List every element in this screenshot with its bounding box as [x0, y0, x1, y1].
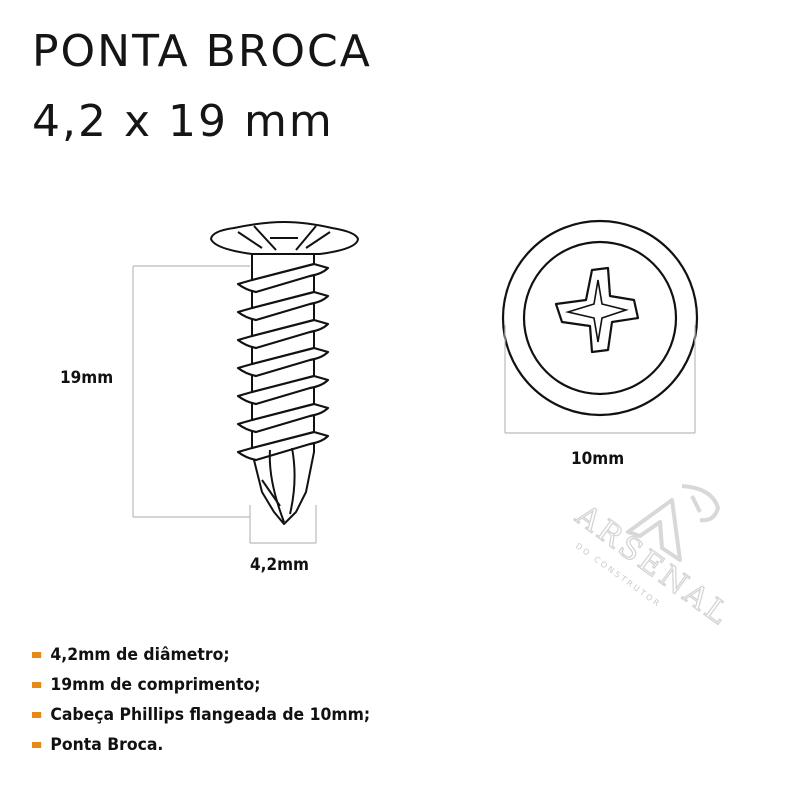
phillips-cross-icon — [554, 266, 640, 354]
thread-crest — [236, 290, 330, 322]
screw-threads — [236, 262, 330, 462]
length-label: 19mm — [60, 368, 113, 388]
bullet-marker — [32, 652, 42, 658]
thread-crest — [236, 430, 330, 462]
phillips-slot-side — [237, 225, 331, 251]
thread-crest — [236, 346, 330, 378]
drill-tip-flutes — [261, 447, 296, 523]
bullet-marker — [32, 712, 42, 718]
spec-list: 4,2mm de diâmetro; 19mm de comprimento; … — [32, 640, 400, 760]
spec-item: 19mm de comprimento; — [32, 670, 370, 700]
spec-item: Cabeça Phillips flangeada de 10mm; — [32, 700, 370, 730]
spec-text: Ponta Broca. — [50, 735, 164, 755]
thread-crest — [236, 374, 330, 406]
thread-crest — [236, 402, 330, 434]
bullet-marker — [32, 682, 42, 688]
diameter-dimension — [249, 505, 317, 544]
head-dimension — [504, 325, 696, 434]
arsenal-watermark: ARSENAL DO CONSTRUTOR — [568, 484, 738, 634]
thread-crest — [236, 262, 330, 294]
screw-top-view — [501, 219, 699, 417]
arsenal-a-logo-icon — [626, 484, 720, 562]
spec-text: 19mm de comprimento; — [50, 675, 261, 695]
thread-crest — [236, 318, 330, 350]
length-dimension — [132, 265, 250, 518]
spec-item: Ponta Broca. — [32, 730, 370, 760]
bullet-marker — [32, 742, 42, 748]
title-line-1: PONTA BROCA — [32, 26, 372, 77]
phillips-cross-inner — [564, 279, 629, 343]
spec-text: Cabeça Phillips flangeada de 10mm; — [50, 705, 371, 725]
spec-item: 4,2mm de diâmetro; — [32, 640, 370, 670]
screw-side-view — [210, 221, 359, 525]
head-diameter-label: 10mm — [571, 449, 624, 469]
diameter-label: 4,2mm — [250, 555, 309, 575]
spec-text: 4,2mm de diâmetro; — [50, 645, 230, 665]
title-line-2: 4,2 x 19 mm — [32, 96, 334, 147]
